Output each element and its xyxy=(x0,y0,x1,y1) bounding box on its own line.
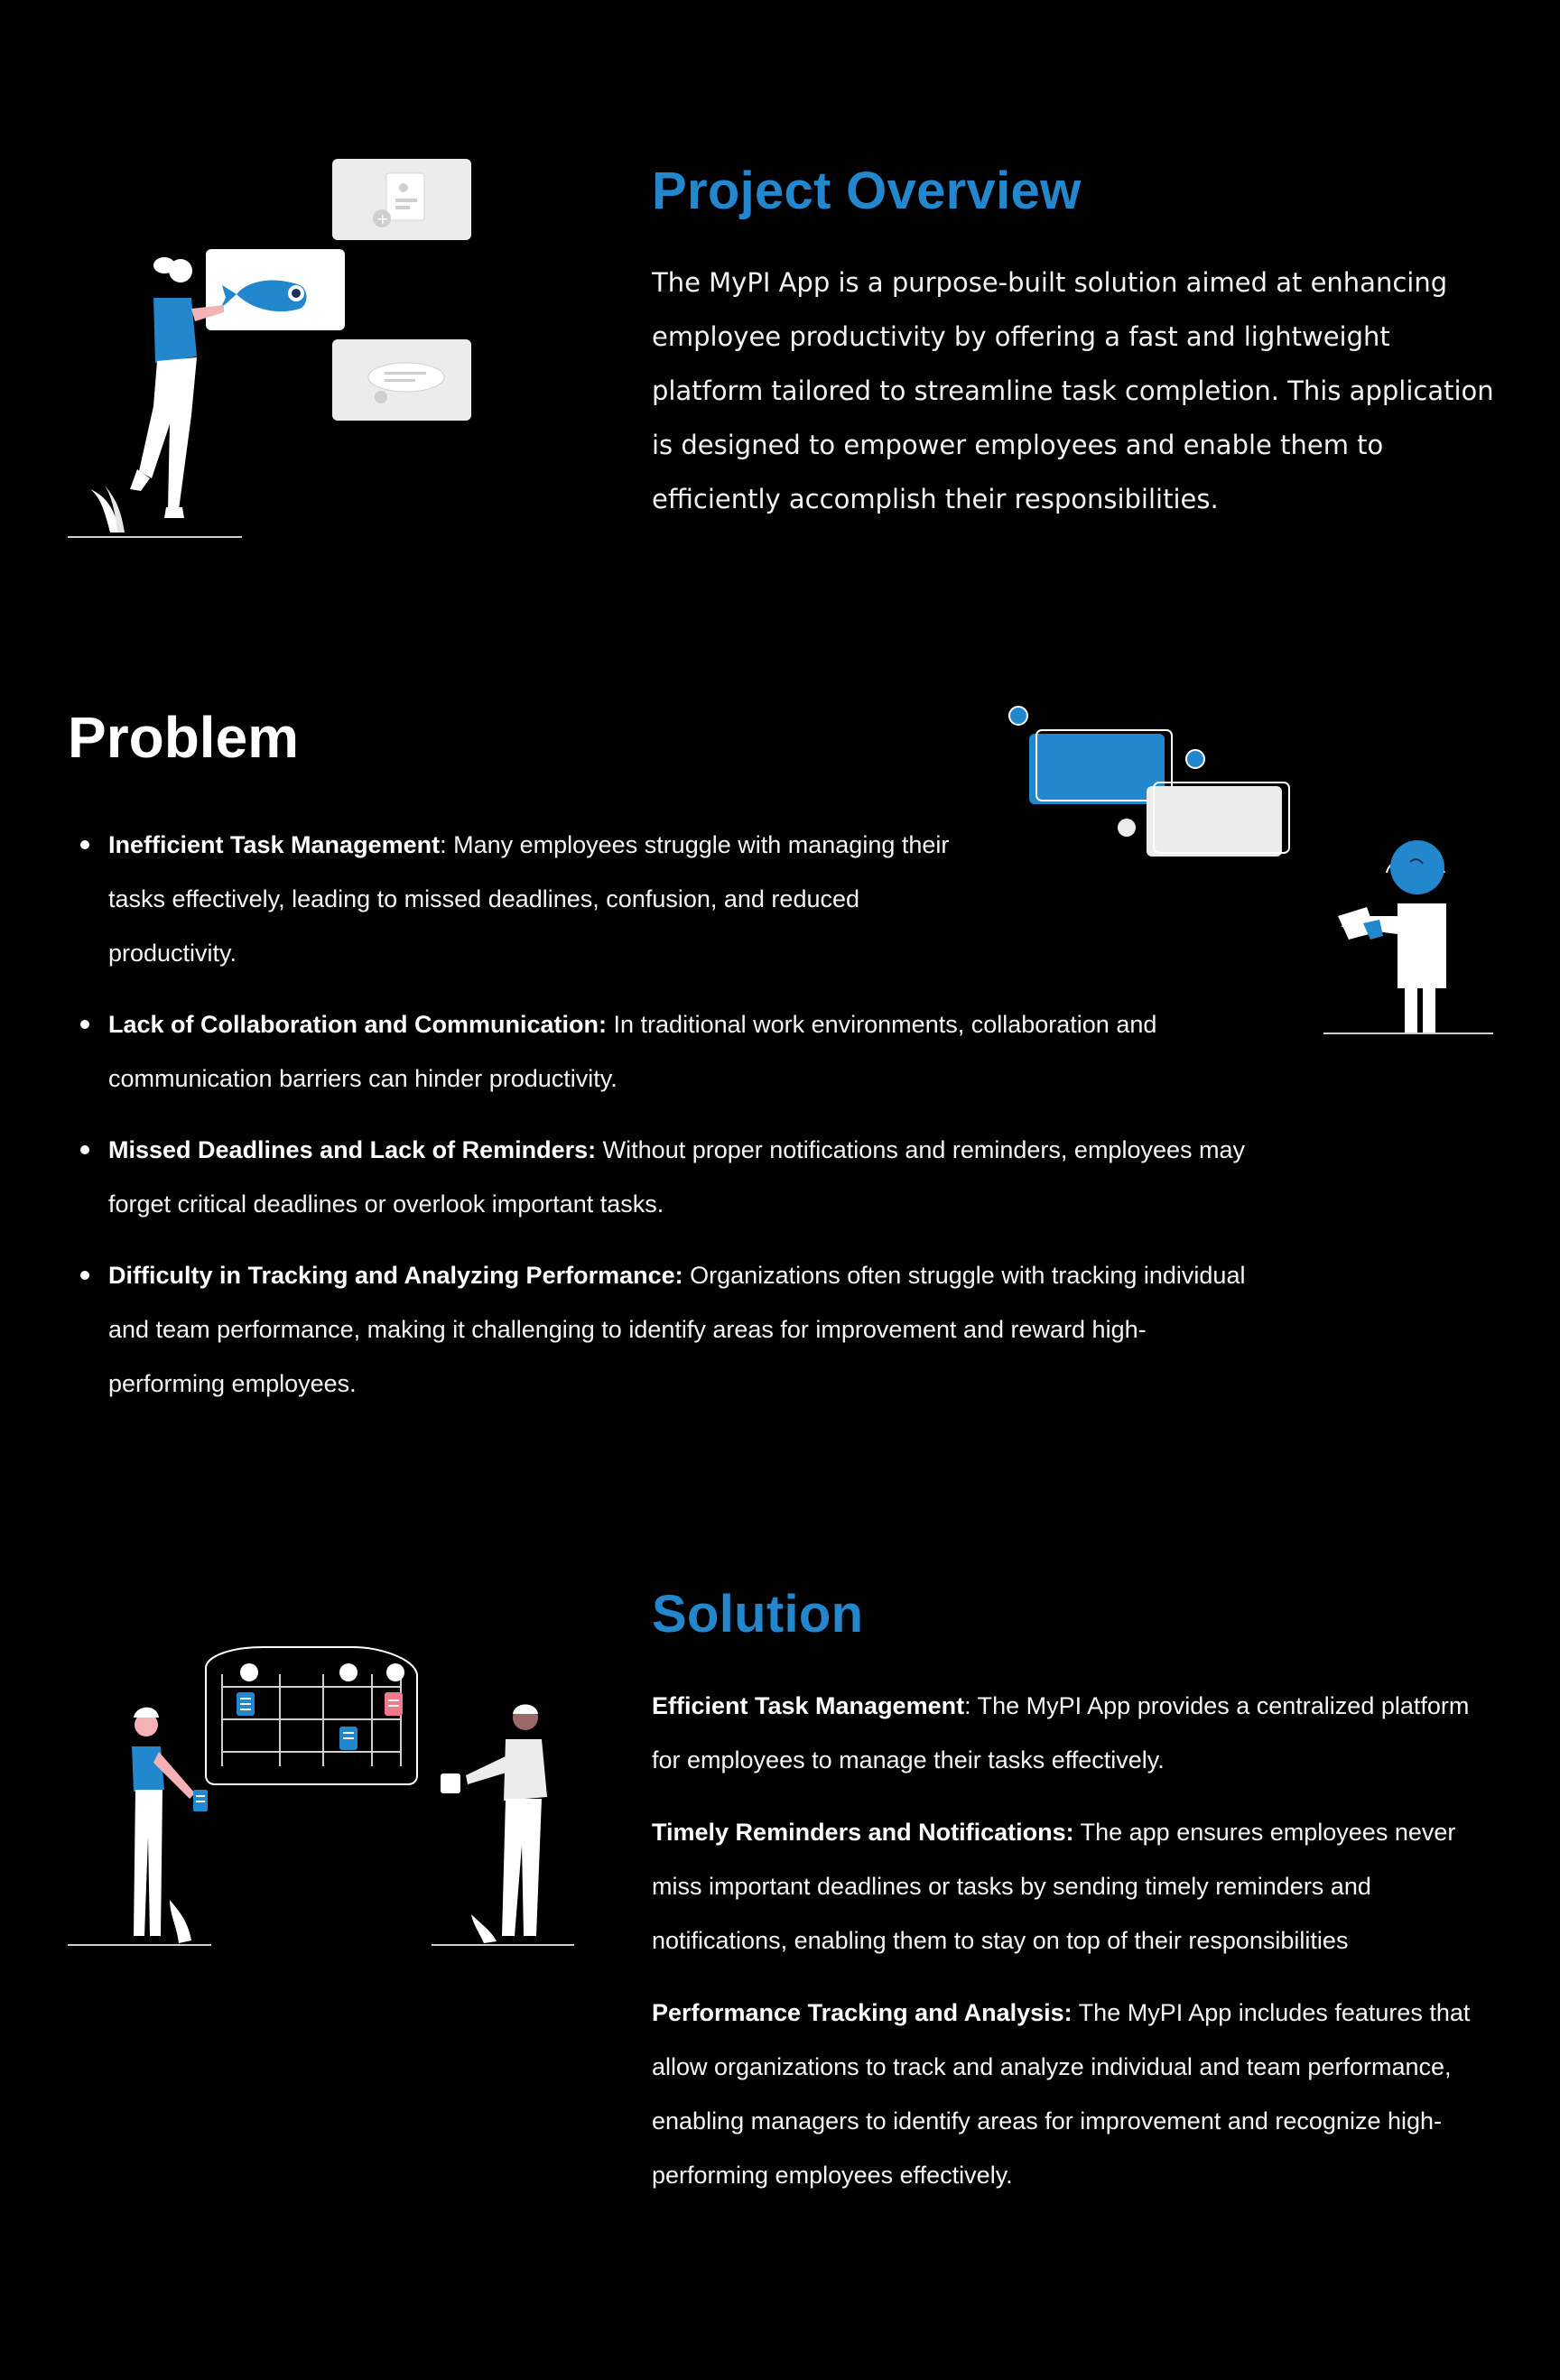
solution-item-text: The app ensures employees never miss imp… xyxy=(652,1819,1456,1954)
solution-item-text: The MyPI App includes features that allo… xyxy=(652,1999,1471,2189)
solution-item-heading: Timely Reminders and Notifications: xyxy=(652,1819,1074,1846)
man-figure xyxy=(441,1704,547,1943)
problem-item-deadlines: Missed Deadlines and Lack of Reminders: … xyxy=(68,1123,1246,1231)
solution-item-text: : The MyPI App provides a centralized pl… xyxy=(652,1692,1470,1773)
overview-illustration: + xyxy=(68,159,471,538)
problem-item-performance: Difficulty in Tracking and Analyzing Per… xyxy=(68,1248,1255,1411)
task-note-pink-icon xyxy=(385,1692,403,1716)
problem-item-heading: Missed Deadlines and Lack of Reminders: xyxy=(108,1136,597,1163)
problem-item-text: In traditional work environments, collab… xyxy=(108,1011,1157,1092)
chat-bubble-blue-icon xyxy=(1029,734,1165,804)
problem-item-text: Organizations often struggle with tracki… xyxy=(108,1262,1246,1397)
overview-section: Project Overview The MyPI App is a purpo… xyxy=(652,161,1500,526)
planning-board-icon xyxy=(205,1646,418,1785)
problem-item-heading: Lack of Collaboration and Communication: xyxy=(108,1011,608,1038)
problem-item-heading: Inefficient Task Management xyxy=(108,831,441,858)
overview-title: Project Overview xyxy=(652,162,1082,220)
woman-figure xyxy=(90,257,224,532)
mug-icon xyxy=(441,1773,460,1793)
solution-section: Solution Efficient Task Management: The … xyxy=(652,1584,1482,2220)
problem-list: Inefficient Task Management: Many employ… xyxy=(68,818,1245,1411)
chat-bubble-gray-icon xyxy=(1147,786,1282,857)
solution-illustration xyxy=(68,1646,574,1946)
solution-item-performance: Performance Tracking and Analysis: The M… xyxy=(652,1986,1482,2202)
problem-title: Problem xyxy=(68,705,300,770)
solution-item-heading: Efficient Task Management xyxy=(652,1692,965,1719)
problem-item-task-management: Inefficient Task Management: Many employ… xyxy=(68,818,984,980)
woman-figure xyxy=(132,1707,208,1943)
problem-section: Problem Inefficient Task Management: Man… xyxy=(68,704,1245,1428)
solution-item-task-management: Efficient Task Management: The MyPI App … xyxy=(652,1679,1482,1787)
solution-list: Efficient Task Management: The MyPI App … xyxy=(652,1679,1482,2202)
problem-item-text: Without proper notifications and reminde… xyxy=(108,1136,1246,1218)
problem-item-text: : Many employees struggle with managing … xyxy=(108,831,950,967)
problem-illustration xyxy=(1008,706,1493,1034)
solution-item-heading: Performance Tracking and Analysis: xyxy=(652,1999,1072,2026)
solution-item-reminders: Timely Reminders and Notifications: The … xyxy=(652,1805,1482,1968)
svg-text:+: + xyxy=(376,210,388,227)
problem-item-collaboration: Lack of Collaboration and Communication:… xyxy=(68,997,1228,1106)
problem-item-heading: Difficulty in Tracking and Analyzing Per… xyxy=(108,1262,683,1289)
solution-title: Solution xyxy=(652,1585,864,1644)
man-figure xyxy=(1338,840,1446,1033)
overview-text: The MyPI App is a purpose-built solution… xyxy=(652,267,1494,514)
